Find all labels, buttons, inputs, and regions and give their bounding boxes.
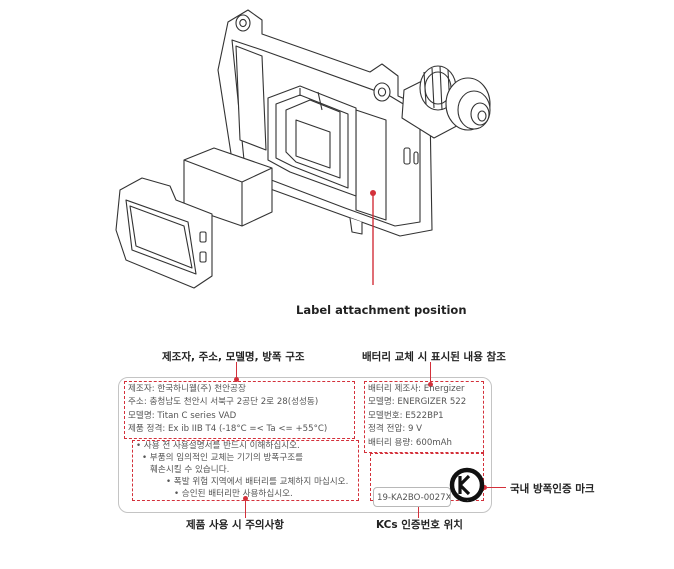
manufacturer-text: 제조자: 한국하니웰(주) 천안공장 주소: 충청남도 천안시 서북구 2공단 … bbox=[128, 383, 354, 437]
battery-number-line: 모델번호: E522BP1 bbox=[368, 410, 444, 421]
leader-battery bbox=[430, 362, 432, 384]
battery-capacity-line: 배터리 용량: 600mAh bbox=[368, 437, 452, 448]
device-exploded-illustration bbox=[115, 9, 491, 289]
precaution-line: • 사용 전 사용설명서를 반드시 이해하십시오. bbox=[136, 441, 300, 451]
leader-manufacturer bbox=[236, 362, 238, 378]
kcs-number-badge: 19-KA2BO-0027X bbox=[373, 487, 451, 507]
callout-battery: 배터리 교체 시 표시된 내용 참조 bbox=[362, 351, 506, 363]
precautions-text: • 사용 전 사용설명서를 반드시 이해하십시오. • 부품의 임의적인 교체는… bbox=[136, 440, 364, 500]
precaution-line: • 부품의 임의적인 교체는 기기의 방폭구조를 bbox=[142, 453, 304, 463]
battery-text: 배터리 제조사: Energizer 모델명: ENERGIZER 522 모델… bbox=[368, 383, 484, 450]
rating-line: 제품 정격: Ex ib IIB T4 (-18°C =< Ta <= +55°… bbox=[128, 424, 328, 435]
leader-kc-mark bbox=[484, 487, 506, 489]
precaution-line: • 폭발 위험 지역에서 배터리를 교체하지 마십시오. bbox=[166, 477, 349, 487]
label-attachment-position-caption: Label attachment position bbox=[296, 303, 467, 317]
callout-manufacturer: 제조자, 주소, 모델명, 방폭 구조 bbox=[162, 351, 305, 363]
address-line: 주소: 충청남도 천안시 서북구 2공단 2로 28(성성동) bbox=[128, 397, 319, 408]
battery-voltage-line: 정격 전압: 9 V bbox=[368, 424, 423, 435]
callout-kcs-number: KCs 인증번호 위치 bbox=[376, 519, 463, 531]
manufacturer-box bbox=[124, 381, 355, 439]
battery-model-line: 모델명: ENERGIZER 522 bbox=[368, 397, 467, 408]
model-line: 모델명: Titan C series VAD bbox=[128, 410, 237, 421]
label-pad bbox=[355, 109, 387, 221]
callout-kc-mark: 국내 방폭인증 마크 bbox=[510, 483, 595, 495]
leader-precautions bbox=[245, 498, 247, 518]
kc-mark-logo: KC bbox=[449, 467, 485, 503]
battery-box bbox=[364, 381, 484, 453]
kc-logo-text: KC bbox=[467, 500, 469, 502]
leader-kcs bbox=[418, 500, 420, 518]
precaution-line: 훼손시킬 수 있습니다. bbox=[150, 465, 230, 475]
manufacturer-line: 제조자: 한국하니웰(주) 천안공장 bbox=[128, 384, 246, 394]
callout-precautions: 제품 사용 시 주의사항 bbox=[186, 519, 284, 531]
battery-maker-line: 배터리 제조사: Energizer bbox=[368, 384, 465, 394]
precautions-box bbox=[132, 440, 359, 501]
precaution-line: • 승인된 배터리만 사용하십시오. bbox=[174, 489, 293, 499]
